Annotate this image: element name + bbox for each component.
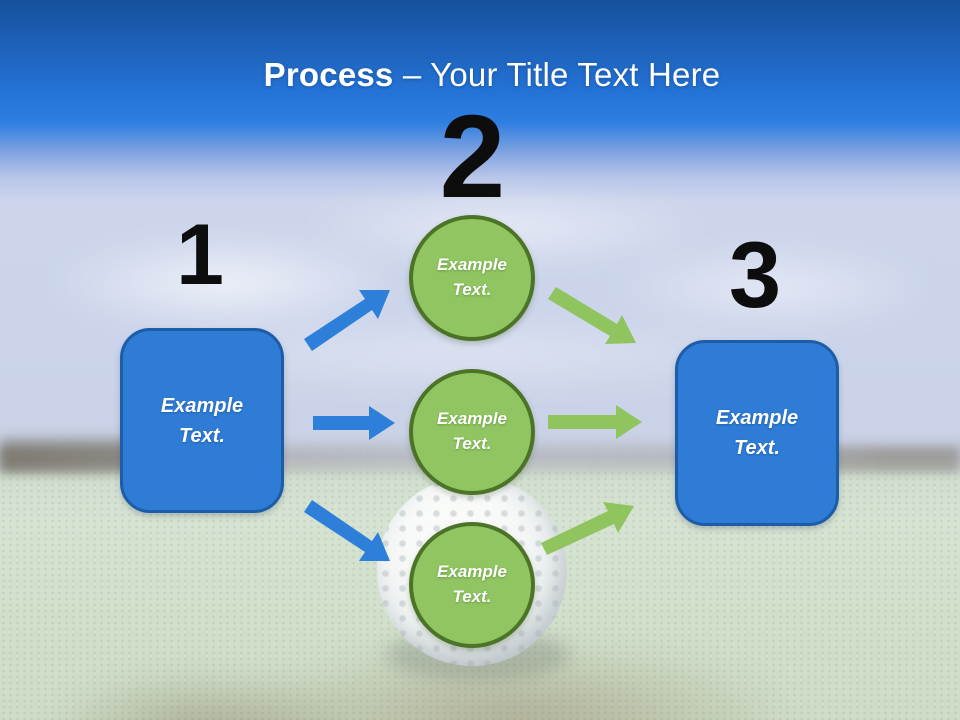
green-arrow-right-icon bbox=[548, 405, 642, 439]
step-number-1: 1 bbox=[176, 207, 224, 303]
end-box: Example Text. bbox=[675, 340, 839, 526]
process-circle-1-label: Example Text. bbox=[437, 255, 507, 299]
process-circle-3: Example Text. bbox=[409, 522, 535, 648]
title-keyword: Process bbox=[263, 56, 394, 93]
dirt-path-left bbox=[40, 665, 370, 720]
start-box: Example Text. bbox=[120, 328, 284, 513]
blue-arrow-right-icon bbox=[313, 406, 395, 440]
step-number-3: 3 bbox=[728, 222, 782, 327]
blue-arrow-up-right-icon bbox=[304, 290, 390, 351]
start-box-label: Example Text. bbox=[160, 394, 244, 447]
process-circle-2-label: Example Text. bbox=[437, 409, 507, 453]
step-number-2: 2 bbox=[439, 91, 506, 223]
end-box-label: Example Text. bbox=[715, 407, 799, 459]
green-arrow-down-right-icon bbox=[548, 287, 636, 344]
title-subtitle: – Your Title Text Here bbox=[393, 56, 721, 93]
process-circle-3-label: Example Text. bbox=[437, 562, 507, 606]
process-circle-2: Example Text. bbox=[409, 369, 535, 495]
slide-title: Process – Your Title Text Here bbox=[12, 56, 960, 94]
process-circle-1: Example Text. bbox=[409, 215, 535, 341]
